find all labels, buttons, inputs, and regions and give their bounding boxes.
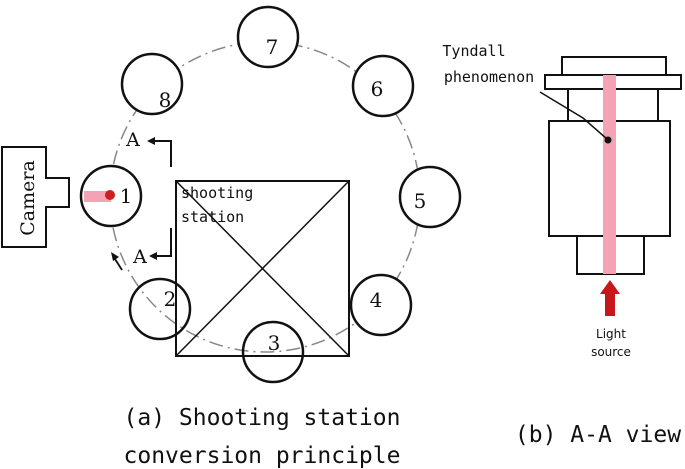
caption-a-line1: (a) Shooting station: [124, 405, 401, 431]
station-5: [398, 165, 462, 229]
station-number-4: 4: [370, 288, 383, 312]
station-8: [120, 52, 184, 116]
rotation-arrow: [111, 252, 123, 271]
caption-b: (b) A-A view: [515, 422, 681, 448]
section-mark-top: A: [125, 129, 140, 151]
tyndall-label-line2: phenomenon: [444, 68, 534, 86]
camera-label: Camera: [17, 160, 39, 236]
tyndall-point: [604, 136, 612, 144]
station-number-2: 2: [164, 287, 177, 311]
panel-a: shooting station Camera 1 2 3 4 5: [1, 5, 462, 469]
station-number-3: 3: [268, 331, 281, 355]
station-2: [128, 277, 192, 341]
station-1: [79, 164, 143, 228]
annotation-leader: [539, 91, 608, 140]
caption-a-line2: conversion principle: [124, 443, 401, 469]
station-6: [351, 54, 415, 118]
beam-segment: [84, 191, 111, 202]
beam-dot: [105, 190, 115, 200]
section-arrow-bottom: [149, 228, 172, 260]
light-source-label-line2: source: [591, 345, 631, 359]
camera-icon: [1, 146, 70, 248]
tyndall-beam: [603, 75, 616, 274]
light-source-arrow: [600, 280, 620, 316]
shooting-station-label-line2: station: [181, 208, 244, 226]
station-number-1: 1: [120, 184, 133, 208]
shooting-station-box: [175, 180, 350, 357]
station-number-8: 8: [159, 88, 172, 112]
station-3: [241, 320, 305, 384]
station-number-5: 5: [414, 189, 427, 213]
light-source-label-line1: Light: [596, 327, 626, 341]
panel-b: Tyndall phenomenon Light source (b) A-A …: [442, 42, 682, 448]
station-number-7: 7: [266, 35, 279, 59]
shooting-station-label-line1: shooting: [181, 184, 253, 202]
section-arrow-top: [147, 137, 172, 167]
station-4: [349, 273, 413, 337]
section-mark-bottom: A: [132, 246, 147, 268]
station-number-6: 6: [371, 77, 384, 101]
tyndall-label-line1: Tyndall: [442, 42, 505, 60]
station-7: [236, 5, 300, 69]
